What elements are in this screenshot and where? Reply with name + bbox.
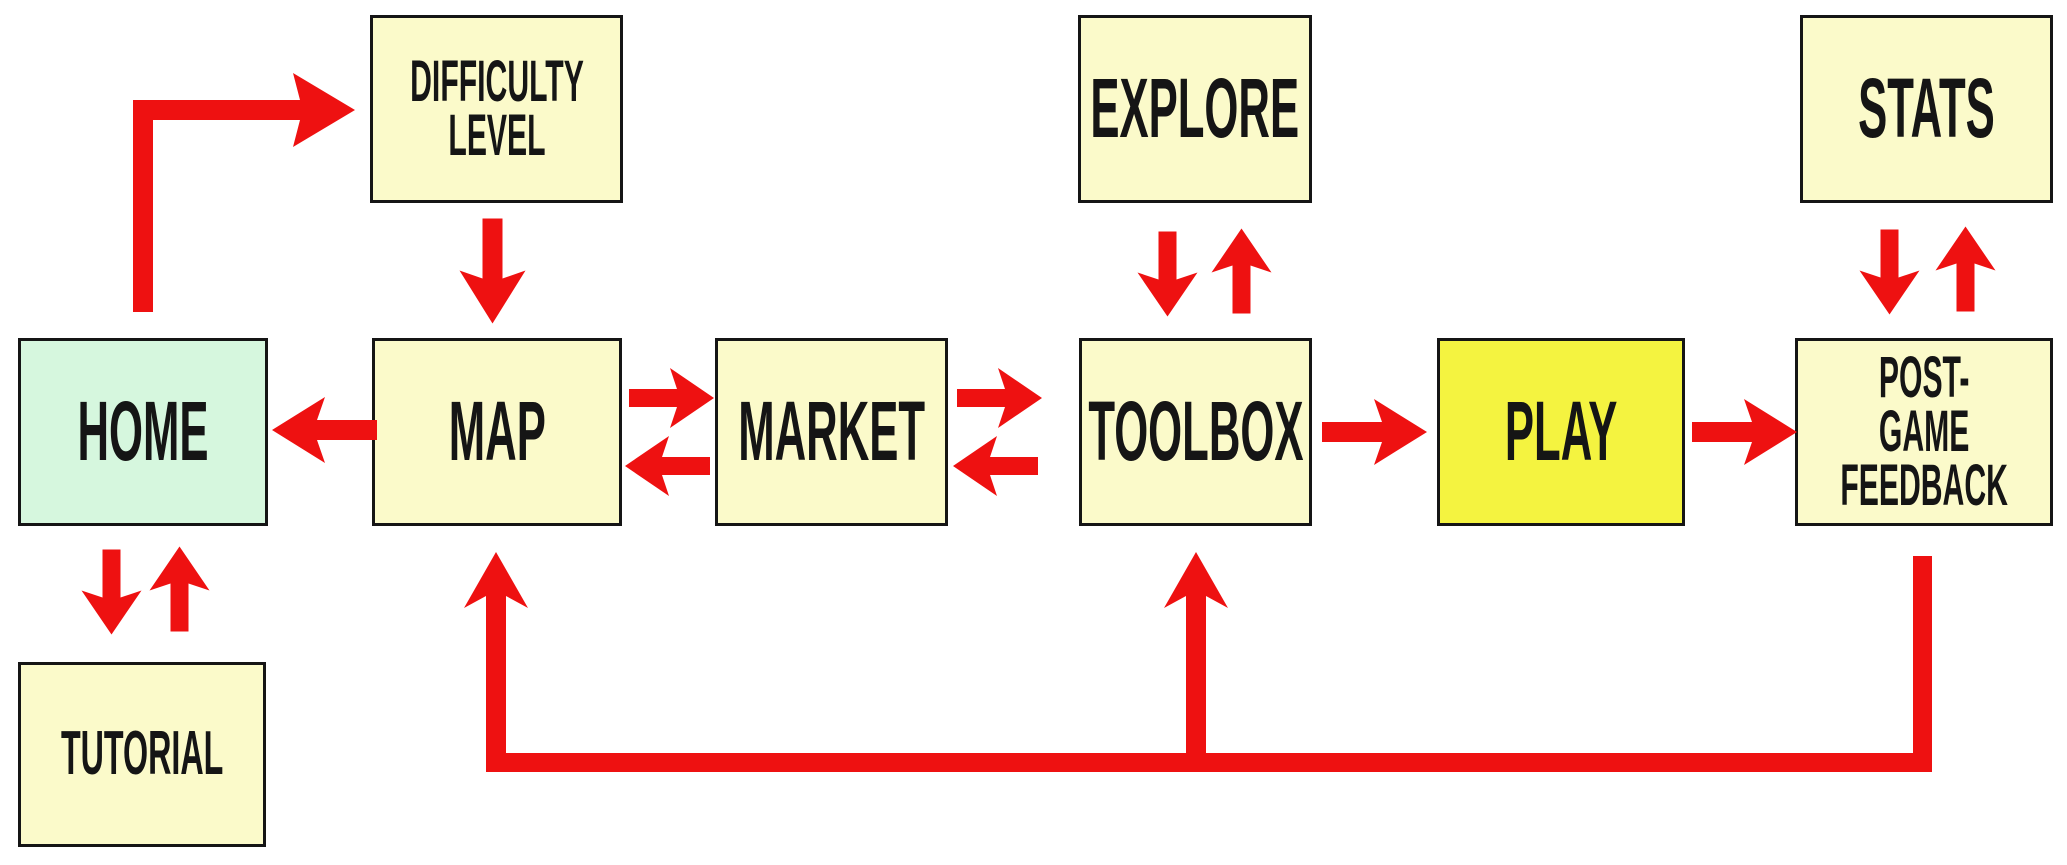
node-post-game-feedback: POST-GAME FEEDBACK	[1795, 338, 2053, 526]
node-home: HOME	[18, 338, 268, 526]
node-toolbox: TOOLBOX	[1079, 338, 1312, 526]
arrow-tutorial-to-home	[149, 546, 210, 632]
node-difficulty-level: DIFFICULTY LEVEL	[370, 15, 623, 203]
node-play-label: PLAY	[1504, 384, 1618, 479]
arrow-map-to-home	[272, 397, 377, 463]
arrow-home-to-tutorial	[81, 549, 142, 635]
node-market: MARKET	[715, 338, 948, 526]
node-home-label: HOME	[77, 384, 209, 479]
node-market-label: MARKET	[738, 384, 925, 479]
arrow-difficulty-to-map	[459, 218, 526, 324]
arrow-stats-to-postgame	[1859, 229, 1920, 315]
arrow-postgame-to-stats	[1935, 226, 1996, 312]
node-toolbox-label: TOOLBOX	[1087, 384, 1304, 479]
arrow-toolbox-to-explore	[1211, 228, 1272, 314]
arrow-map-to-market	[629, 368, 714, 428]
arrow-home-to-difficulty	[133, 73, 355, 312]
node-tutorial: TUTORIAL	[18, 662, 266, 847]
arrow-toolbox-to-market	[953, 436, 1038, 496]
node-explore: EXPLORE	[1078, 15, 1312, 203]
arrow-market-to-toolbox	[957, 368, 1042, 428]
node-map: MAP	[372, 338, 622, 526]
arrow-postgame-feedback-loop	[464, 552, 1932, 772]
arrow-market-to-map	[625, 436, 710, 496]
node-stats: STATS	[1800, 15, 2053, 203]
node-tutorial-label: TUTORIAL	[60, 719, 224, 789]
node-map-label: MAP	[448, 384, 546, 479]
arrow-play-to-postgame	[1692, 399, 1797, 465]
node-difficulty-level-label: DIFFICULTY LEVEL	[409, 49, 584, 168]
arrow-explore-to-toolbox	[1137, 231, 1198, 317]
node-play: PLAY	[1437, 338, 1685, 526]
node-post-game-feedback-label: POST-GAME FEEDBACK	[1840, 345, 2008, 518]
node-stats-label: STATS	[1858, 61, 1995, 156]
node-explore-label: EXPLORE	[1090, 61, 1300, 156]
arrow-toolbox-to-play	[1322, 399, 1427, 465]
